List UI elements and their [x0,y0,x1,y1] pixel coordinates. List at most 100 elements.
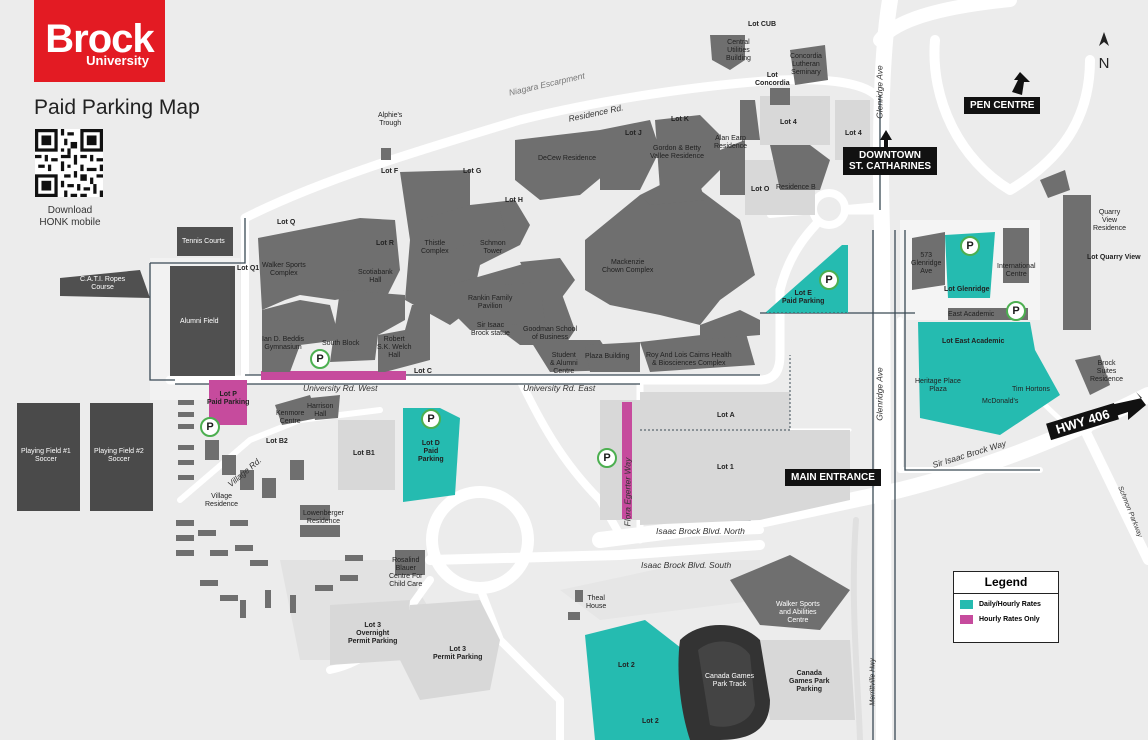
north-arrow-icon: N [1096,32,1112,72]
lot-1-label: Lot 1 [717,464,734,471]
buildings [17,35,1110,740]
lot-k-label: Lot K [671,116,689,123]
lot-o-label: Lot O [751,186,770,193]
lot-f-label: Lot F [381,168,399,175]
parking-icon-glenridge[interactable]: P [960,236,980,256]
parking-icon-flora[interactable]: P [597,448,617,468]
isaac-brock-blvd-south-label: Isaac Brock Blvd. South [641,560,732,570]
tim-hortons-label: Tim Hortons [1012,386,1050,393]
cairns-complex-label: Roy And Lois Cairns Health& Biosciences … [646,352,732,367]
lot-g-label: Lot G [463,168,482,175]
pen-centre-callout: PEN CENTRE [964,97,1041,114]
qr-code-icon [35,129,103,197]
merrittville-hwy-label: Merrittville Hwy [869,658,877,706]
lot-2-label-a[interactable]: Lot 2 [618,662,635,669]
lot-4-label-a: Lot 4 [780,119,797,126]
legend-hourly-only: Hourly Rates Only [960,615,1058,624]
parking-icon-lot-e[interactable]: P [819,270,839,290]
plaza-building-label: Plaza Building [585,353,630,360]
road-network [165,0,1148,740]
mcdonalds-label: McDonald's [982,398,1019,405]
legend-title: Legend [954,572,1058,594]
lot-q1-label: Lot Q1 [237,265,260,272]
brand-sub: University [86,53,149,68]
lot-b1-label: Lot B1 [353,450,375,457]
compass-label: N [1098,55,1110,72]
glenridge-ave-label-top: Glenridge Ave [874,65,885,119]
lot-cub-label: Lot CUB [748,21,776,28]
lot-b2-label: Lot B2 [266,438,288,445]
lot-a-label: Lot A [717,412,735,419]
parking-icon-east-academic[interactable]: P [1006,301,1026,321]
main-entrance-callout: MAIN ENTRANCE [785,469,881,486]
lot-c-label: Lot C [414,368,432,375]
legend-swatch-magenta [960,615,973,624]
legend: Legend Daily/Hourly Rates Hourly Rates O… [953,571,1059,643]
download-honk[interactable]: Download HONK mobile [39,205,101,228]
glenridge-ave-label-bottom: Glenridge Ave [874,367,885,421]
east-academic-label: East Academic [948,311,995,318]
lot-r-label: Lot R [376,240,394,247]
alumni-field-label: Alumni Field [180,318,219,325]
lot-h-label: Lot H [505,197,523,204]
legend-swatch-teal [960,600,973,609]
lot-q-label: Lot Q [277,219,296,226]
university-rd-west-label: University Rd. West [303,383,378,393]
lot-j-label: Lot J [625,130,642,137]
decew-residence-label: DeCew Residence [538,155,596,162]
flora-egerter-way-label: Flora Egerter Way [622,457,633,527]
brock-logo: Brock University [34,0,165,82]
parking-icon-lot-p[interactable]: P [200,417,220,437]
page-title: Paid Parking Map [34,96,200,119]
parking-icon-south-block[interactable]: P [310,349,330,369]
south-block-label: South Block [322,340,360,347]
isaac-brock-blvd-north-label: Isaac Brock Blvd. North [656,526,745,536]
parking-icon-lot-d[interactable]: P [421,409,441,429]
legend-daily-hourly: Daily/Hourly Rates [960,600,1058,609]
lot-2-label-b[interactable]: Lot 2 [642,718,659,725]
lot-east-academic-label[interactable]: Lot East Academic [942,338,1005,345]
lot-glenridge-label[interactable]: Lot Glenridge [944,286,990,293]
tennis-courts-label: Tennis Courts [182,238,225,245]
brand-name: Brock [45,17,154,61]
arrow-icons [880,72,1146,420]
